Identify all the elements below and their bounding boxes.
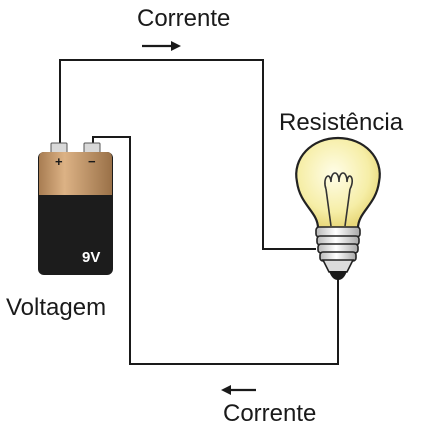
bulb-filament — [324, 172, 353, 227]
battery-minus-sign: − — [88, 154, 96, 169]
label-current-bottom: Corrente — [223, 400, 316, 427]
label-resistance: Resistência — [279, 109, 404, 136]
battery-rating: 9V — [82, 249, 100, 266]
wire-bottom — [92, 136, 339, 365]
current-arrow-bottom — [221, 385, 256, 395]
label-current-top: Corrente — [137, 5, 230, 32]
wires — [59, 59, 339, 365]
battery-positive-terminal — [50, 142, 68, 154]
label-voltage: Voltagem — [6, 294, 106, 321]
light-bulb — [295, 136, 381, 280]
wire-top — [59, 59, 316, 250]
current-arrow-top — [142, 41, 181, 51]
battery-plus-sign: + — [55, 154, 63, 169]
battery-top-band — [39, 152, 112, 195]
bulb-base — [315, 226, 361, 280]
battery-negative-terminal — [83, 142, 101, 154]
bulb-glass — [295, 136, 381, 230]
battery: + − 9V — [38, 142, 113, 275]
